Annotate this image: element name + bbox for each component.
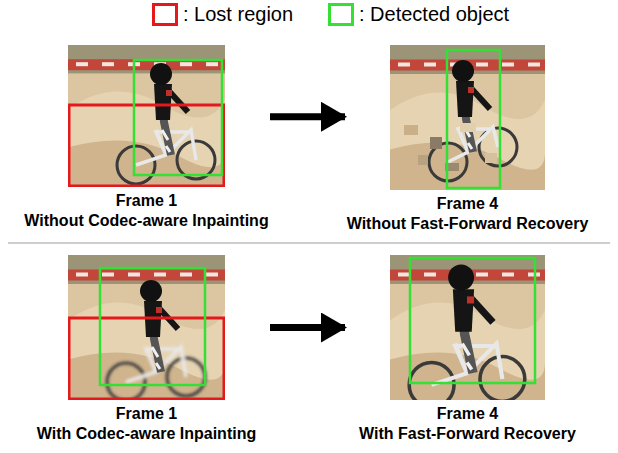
- frame-label: Frame 4: [359, 404, 576, 424]
- frame-caption: Frame 4Without Fast-Forward Recovery: [347, 194, 589, 234]
- legend-item: : Lost region: [152, 3, 293, 26]
- legend-swatch: [328, 3, 354, 26]
- frame-label: Frame 1: [37, 404, 256, 424]
- frame-condition: With Codec-aware Inpainting: [37, 424, 256, 444]
- frame-condition: Without Fast-Forward Recovery: [347, 214, 589, 234]
- legend-text: : Detected object: [359, 3, 509, 26]
- frame-panel: Frame 4Without Fast-Forward Recovery: [390, 45, 545, 190]
- transition-arrow: [270, 113, 345, 120]
- frame-photo: [390, 255, 545, 400]
- transition-arrow: [270, 324, 345, 331]
- frame-caption: Frame 1Without Codec-aware Inpainting: [24, 191, 268, 231]
- frame-photo: [68, 45, 225, 187]
- frame-label: Frame 1: [24, 191, 268, 211]
- frame-panel: Frame 4With Fast-Forward Recovery: [390, 255, 545, 400]
- legend-swatch: [152, 3, 178, 26]
- frame-panel: Frame 1With Codec-aware Inpainting: [68, 255, 225, 400]
- frame-caption: Frame 4With Fast-Forward Recovery: [359, 404, 576, 444]
- frame-photo: [68, 255, 225, 400]
- frame-caption: Frame 1With Codec-aware Inpainting: [37, 404, 256, 444]
- divider-line: [8, 242, 610, 244]
- frame-condition: Without Codec-aware Inpainting: [24, 211, 268, 231]
- frame-label: Frame 4: [347, 194, 589, 214]
- frame-panel: Frame 1Without Codec-aware Inpainting: [68, 45, 225, 187]
- frame-photo: [390, 45, 545, 190]
- legend-text: : Lost region: [183, 3, 293, 26]
- legend-item: : Detected object: [328, 3, 509, 26]
- frame-condition: With Fast-Forward Recovery: [359, 424, 576, 444]
